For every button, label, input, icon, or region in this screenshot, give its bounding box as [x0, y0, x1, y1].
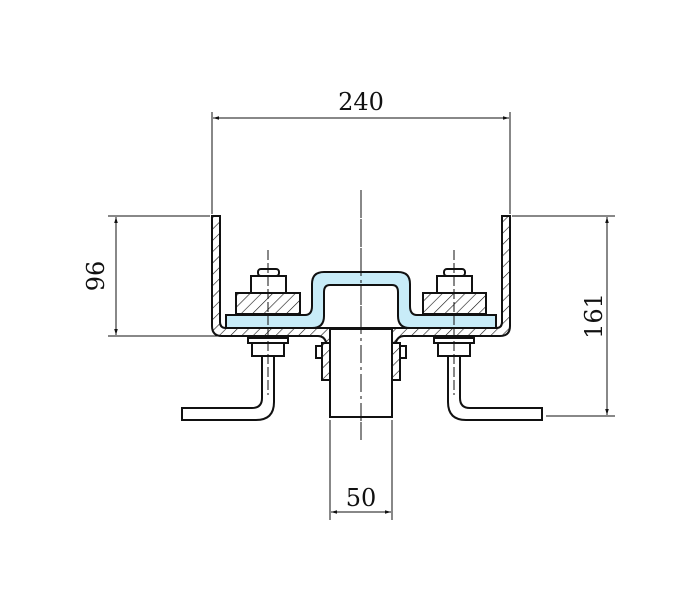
left-clip [321, 342, 331, 381]
mounting-plate [225, 271, 497, 329]
dimension-240: 240 [338, 88, 384, 116]
right-clip [391, 342, 401, 381]
dimension-50: 50 [346, 484, 377, 512]
dimension-161: 161 [580, 293, 608, 339]
dimension-96: 96 [82, 261, 110, 292]
right-j-bolt [447, 355, 543, 421]
left-j-bolt [181, 355, 275, 421]
